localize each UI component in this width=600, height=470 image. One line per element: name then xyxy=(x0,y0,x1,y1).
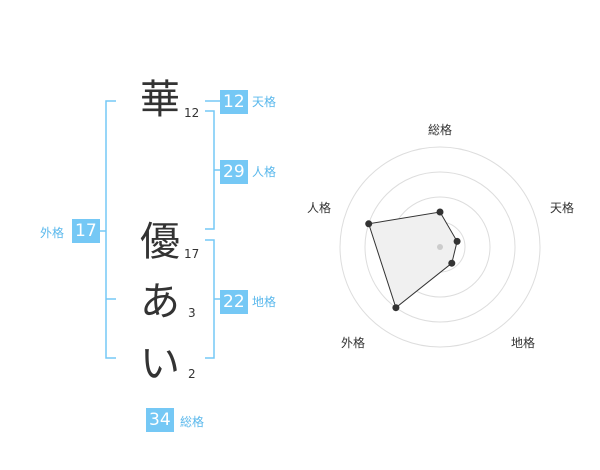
soukaku-badge: 34 xyxy=(146,408,174,432)
radar-point-2 xyxy=(453,237,461,245)
char-2: 優 xyxy=(140,219,180,265)
char-3: あ xyxy=(140,279,180,325)
tenkaku-label: 天格 xyxy=(252,95,277,109)
chikaku-badge: 22 xyxy=(220,290,248,314)
tenkaku-badge: 12 xyxy=(220,90,248,114)
radar-label-jinkaku: 人格 xyxy=(307,201,332,215)
gaikaku-bracket xyxy=(105,100,116,359)
radar-polygon xyxy=(368,211,458,309)
radar-center xyxy=(437,244,443,250)
radar-point-1 xyxy=(436,208,444,216)
chikaku-label: 地格 xyxy=(252,295,277,309)
radar-label-tenkaku: 天格 xyxy=(550,201,575,215)
radar-label-chikaku: 地格 xyxy=(511,336,536,350)
chikaku-bracket xyxy=(205,239,220,359)
gaikaku-label: 外格 xyxy=(40,226,65,240)
radar-ring xyxy=(339,146,541,348)
radar-point-3 xyxy=(448,259,456,267)
char-4: い xyxy=(140,341,180,387)
gaikaku-badge: 17 xyxy=(72,219,100,243)
radar-point-5 xyxy=(365,220,373,228)
char-4-strokes: 2 xyxy=(188,367,196,381)
char-1: 華 xyxy=(140,77,180,123)
char-1-strokes: 12 xyxy=(184,106,200,120)
radar-chart xyxy=(339,146,541,348)
jinkaku-label: 人格 xyxy=(252,165,277,179)
jinkaku-badge: 29 xyxy=(220,160,248,184)
char-3-strokes: 3 xyxy=(188,306,196,320)
radar-label-soukaku: 総格 xyxy=(428,123,453,137)
radar-label-gaikaku: 外格 xyxy=(341,336,366,350)
char-2-strokes: 17 xyxy=(184,247,200,261)
radar-ring xyxy=(364,171,516,323)
jinkaku-bracket xyxy=(205,110,220,230)
soukaku-label: 総格 xyxy=(180,415,205,429)
radar-point-4 xyxy=(392,304,400,312)
